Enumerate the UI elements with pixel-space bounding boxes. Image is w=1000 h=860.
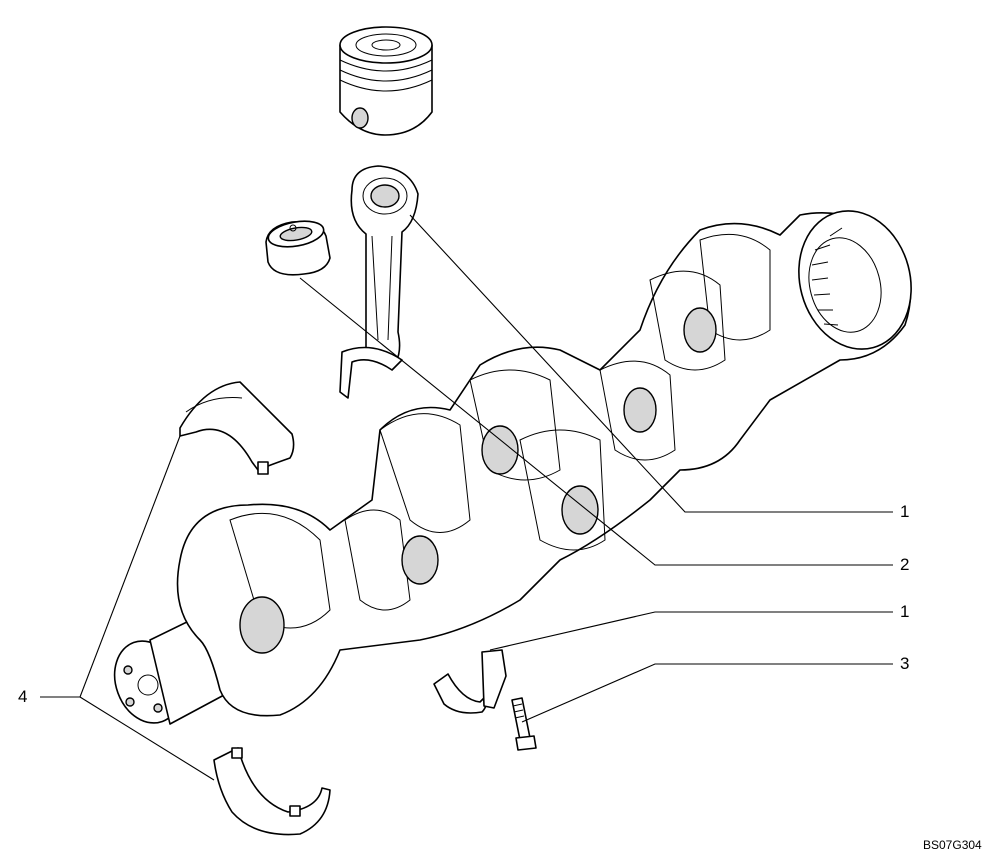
crankshaft: [113, 210, 912, 725]
leader-4-lower: [79, 696, 215, 781]
connecting-rod: [339, 165, 419, 399]
callout-2: 2: [900, 555, 910, 574]
leader-2: [299, 277, 893, 566]
small-end-bushing: [265, 220, 331, 276]
callout-1-top: 1: [900, 502, 910, 521]
main-bearing-upper: [179, 381, 295, 475]
main-bearing-lower: [213, 747, 331, 836]
callout-3: 3: [900, 654, 910, 673]
leader-3: [521, 663, 893, 723]
reference-code: BS07G304: [923, 838, 982, 852]
piston: [339, 26, 433, 136]
leader-1-bottom: [489, 611, 893, 651]
leader-4-upper: [79, 435, 181, 698]
rod-bearing-cap: [433, 649, 507, 714]
leader-lines: [40, 214, 893, 781]
leader-1-top: [409, 214, 893, 513]
rod-bolt: [511, 697, 537, 751]
callout-1-bottom: 1: [900, 602, 910, 621]
callout-4: 4: [18, 687, 28, 706]
